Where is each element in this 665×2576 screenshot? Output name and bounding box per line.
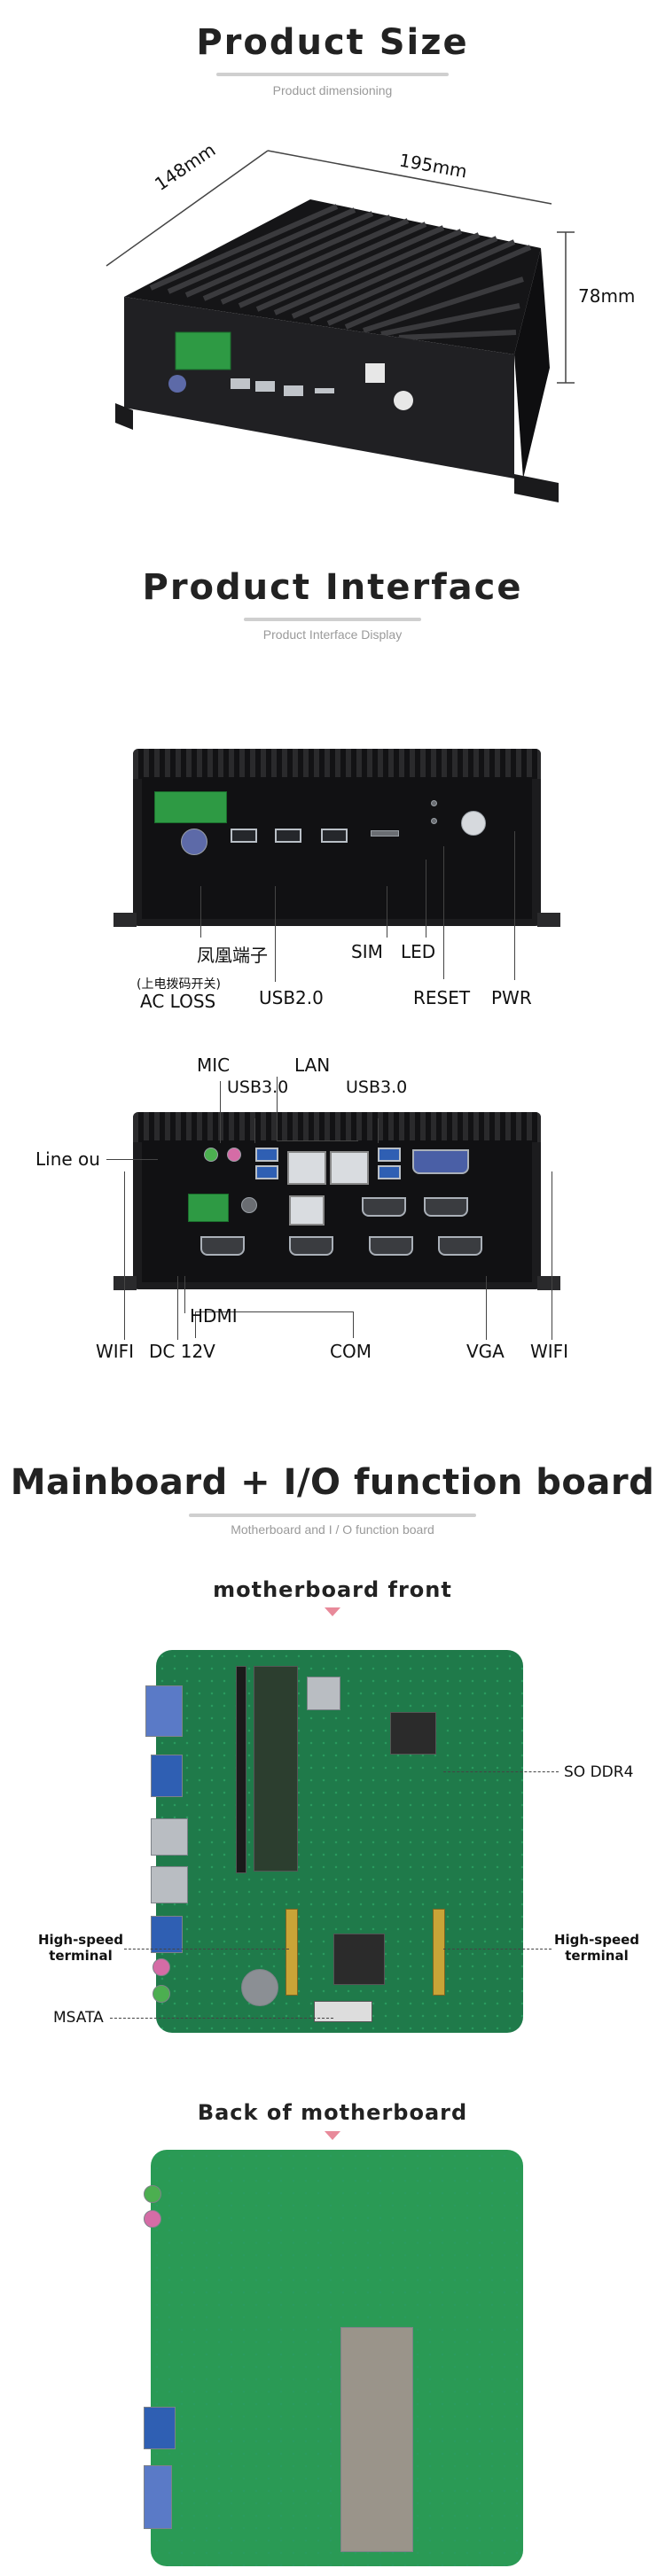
product-size-subtitle: Product dimensioning	[272, 83, 393, 97]
sim-label: SIM	[351, 941, 383, 962]
motherboard-back-image	[144, 2150, 523, 2566]
mainboard-title: Mainboard + I/O function board	[10, 1462, 655, 1503]
reset-label: RESET	[413, 987, 471, 1008]
product-interface-title: Product Interface	[142, 567, 523, 608]
product-interface-subtitle: Product Interface Display	[262, 627, 403, 642]
wifi-left-label: WIFI	[96, 1341, 135, 1362]
line-out-label: Line ou	[35, 1148, 100, 1170]
usb20-label: USB2.0	[259, 987, 324, 1008]
dimension-lines	[106, 150, 575, 384]
height-dimension: 78mm	[578, 285, 636, 307]
front-panel-image	[133, 749, 541, 926]
phoenix-terminal-label: 凤凰端子	[197, 945, 268, 966]
motherboard-front-heading: motherboard front	[213, 1577, 452, 1602]
title-rule	[189, 1514, 476, 1517]
led-label: LED	[401, 941, 436, 962]
motherboard-front-image	[145, 1650, 523, 2033]
rear-panel-image	[133, 1112, 541, 1289]
dc12v-label: DC 12V	[149, 1341, 215, 1362]
hdmi-label: HDMI	[190, 1305, 238, 1327]
pwr-label: PWR	[491, 987, 532, 1008]
down-arrow-icon	[325, 2131, 340, 2140]
com-label: COM	[330, 1341, 372, 1362]
mounting-foot	[537, 1276, 560, 1290]
so-ddr4-label: SO DDR4	[564, 1763, 634, 1781]
wifi-right-label: WIFI	[530, 1341, 569, 1362]
mainboard-subtitle: Motherboard and I / O function board	[231, 1522, 434, 1537]
device-isometric-image	[115, 199, 559, 502]
msata-label: MSATA	[53, 2009, 104, 2027]
down-arrow-icon	[325, 1607, 340, 1616]
mounting-foot	[537, 913, 560, 927]
title-rule	[216, 73, 449, 76]
mic-label: MIC	[197, 1055, 231, 1076]
mounting-foot	[113, 1276, 137, 1290]
mounting-foot	[113, 913, 137, 927]
high-speed-terminal-left-label: High-speed terminal	[37, 1932, 124, 1964]
usb30-left-label: USB3.0	[227, 1078, 289, 1097]
dip-switch-note: (上电拨码开关)	[137, 977, 221, 992]
title-rule	[244, 618, 421, 621]
lan-label: LAN	[294, 1055, 331, 1076]
high-speed-terminal-right-label: High-speed terminal	[553, 1932, 640, 1964]
usb30-right-label: USB3.0	[346, 1078, 408, 1097]
ac-loss-label: AC LOSS	[140, 991, 216, 1012]
vga-label: VGA	[466, 1341, 505, 1362]
product-size-title: Product Size	[196, 22, 469, 63]
motherboard-back-heading: Back of motherboard	[197, 2100, 468, 2125]
